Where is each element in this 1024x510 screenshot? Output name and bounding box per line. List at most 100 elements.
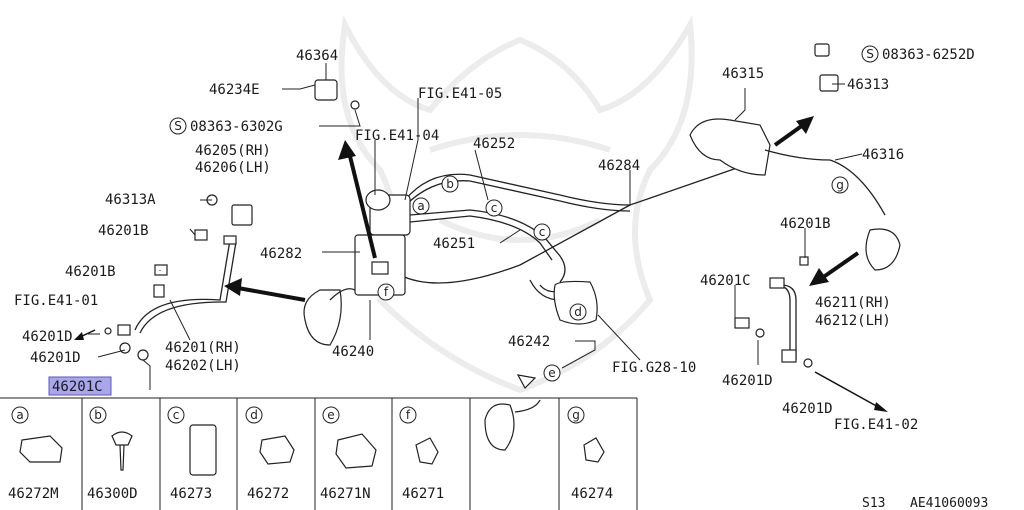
callout-f xyxy=(377,283,395,301)
callout-c1-text: c xyxy=(491,201,498,215)
left-brake-hose xyxy=(117,235,237,336)
label-fig-e41-01[interactable]: FIG.E41-01 xyxy=(14,293,98,309)
leader-lines xyxy=(88,63,863,390)
label-fig-e41-02[interactable]: FIG.E41-02 xyxy=(834,417,918,433)
label-46201D-upper[interactable]: 46201D xyxy=(22,329,73,345)
callout-circles: a b c c d e f g xyxy=(377,175,849,382)
direction-arrows xyxy=(74,116,888,412)
label-46206[interactable]: 46206(LH) xyxy=(195,160,271,176)
callout-g-text: g xyxy=(836,178,844,192)
label-46201B-right[interactable]: 46201B xyxy=(780,216,831,232)
label-fig-e41-05[interactable]: FIG.E41-05 xyxy=(418,86,502,102)
footer-figure-code: AE41060093 xyxy=(910,496,988,510)
label-46282[interactable]: 46282 xyxy=(260,246,302,262)
clip-46272M-icon xyxy=(19,435,63,463)
callout-e xyxy=(543,364,561,382)
part-labels: 46364 46234E 08363-6302G FIG.E41-05 FIG.… xyxy=(14,47,975,433)
legend-part-number: 46272M xyxy=(8,486,59,502)
callout-c2-text: c xyxy=(539,225,546,239)
callout-d-text: d xyxy=(574,305,582,319)
label-46313[interactable]: 46313 xyxy=(847,77,889,93)
legend-part-number: 46274 xyxy=(571,486,613,502)
label-46212[interactable]: 46212(LH) xyxy=(815,313,891,329)
front-left-caliper xyxy=(303,288,356,346)
footer-page-code: S13 xyxy=(862,496,885,510)
legend-cell-b[interactable]: b 46300D xyxy=(87,406,138,502)
label-46364[interactable]: 46364 xyxy=(296,48,338,64)
legend-cell-f[interactable]: f 46271 xyxy=(399,406,444,502)
right-brake-hose xyxy=(769,277,797,363)
label-46240[interactable]: 46240 xyxy=(332,344,374,360)
hardware-parts xyxy=(104,43,839,368)
legend-cell-a[interactable]: a 46272M xyxy=(8,406,63,502)
s-symbol-icon xyxy=(169,117,187,135)
callout-c2 xyxy=(533,223,551,241)
legend-letter: c xyxy=(173,408,180,422)
s-symbol-icon xyxy=(861,45,879,63)
rear-caliper-left xyxy=(484,374,541,451)
clip-46271N-icon xyxy=(335,433,377,469)
callout-d xyxy=(569,303,587,321)
label-46284[interactable]: 46284 xyxy=(598,158,640,174)
label-highlighted-part[interactable]: 46201C xyxy=(52,379,103,395)
legend-part-number: 46273 xyxy=(170,486,212,502)
label-08363-6302G[interactable]: 08363-6302G xyxy=(190,119,283,135)
legend-letter: g xyxy=(572,408,580,422)
s-symbol-text: S xyxy=(866,47,874,61)
label-46315[interactable]: 46315 xyxy=(722,66,764,82)
callout-a-text: a xyxy=(417,199,424,213)
callout-b xyxy=(441,175,459,193)
legend-cell-g[interactable]: g 46274 xyxy=(567,406,613,502)
callout-e-text: e xyxy=(548,366,555,380)
legend-letter: f xyxy=(406,408,411,422)
callout-c1 xyxy=(485,199,503,217)
label-46205[interactable]: 46205(RH) xyxy=(195,143,271,159)
legend-letter: d xyxy=(250,408,258,422)
label-46201B-upper[interactable]: 46201B xyxy=(98,223,149,239)
label-08363-6252D[interactable]: 08363-6252D xyxy=(882,47,975,63)
label-46201C[interactable]: 46201C xyxy=(700,273,751,289)
legend-grid xyxy=(0,397,638,510)
callout-f-text: f xyxy=(384,285,389,299)
label-46251[interactable]: 46251 xyxy=(433,236,475,252)
legend-part-number: 46271 xyxy=(402,486,444,502)
legend-cell-c[interactable]: c 46273 xyxy=(167,406,217,502)
label-fig-e41-04[interactable]: FIG.E41-04 xyxy=(355,128,439,144)
clip-46272-icon xyxy=(259,435,295,465)
legend-part-number: 46272 xyxy=(247,486,289,502)
s-symbols: S S xyxy=(169,45,879,135)
clip-46271-icon xyxy=(415,437,439,465)
callout-g xyxy=(831,176,849,194)
legend-cell-d[interactable]: d 46272 xyxy=(245,406,295,502)
legend-part-number: 46300D xyxy=(87,486,138,502)
label-46201B-lower[interactable]: 46201B xyxy=(65,264,116,280)
label-46202[interactable]: 46202(LH) xyxy=(165,358,241,374)
s-symbol-text: S xyxy=(174,119,182,133)
label-46201D-right-upper[interactable]: 46201D xyxy=(722,373,773,389)
label-46316[interactable]: 46316 xyxy=(862,147,904,163)
label-fig-g28-10[interactable]: FIG.G28-10 xyxy=(612,360,696,376)
label-46201D-right-lower[interactable]: 46201D xyxy=(782,401,833,417)
master-cylinder xyxy=(354,189,411,296)
clip-46274-icon xyxy=(583,437,605,463)
clip-46273-icon xyxy=(189,424,217,476)
legend-letter: b xyxy=(94,408,102,422)
label-46201[interactable]: 46201(RH) xyxy=(165,340,241,356)
grommet-46300D-icon xyxy=(111,431,133,471)
highlight-box xyxy=(48,376,112,396)
label-46313A[interactable]: 46313A xyxy=(105,192,156,208)
label-46201D-lower[interactable]: 46201D xyxy=(30,350,81,366)
label-46234E[interactable]: 46234E xyxy=(209,82,260,98)
callout-a xyxy=(412,197,430,215)
proportioning-valve xyxy=(553,280,598,325)
legend-part-number: 46271N xyxy=(320,486,371,502)
label-46211[interactable]: 46211(RH) xyxy=(815,295,891,311)
label-46252[interactable]: 46252 xyxy=(473,136,515,152)
label-46242[interactable]: 46242 xyxy=(508,334,550,350)
rear-right-assembly xyxy=(689,118,901,271)
legend-letter: e xyxy=(327,408,334,422)
legend-cell-e[interactable]: e 46271N xyxy=(320,406,377,502)
legend-letter: a xyxy=(16,408,23,422)
callout-b-text: b xyxy=(446,177,454,191)
